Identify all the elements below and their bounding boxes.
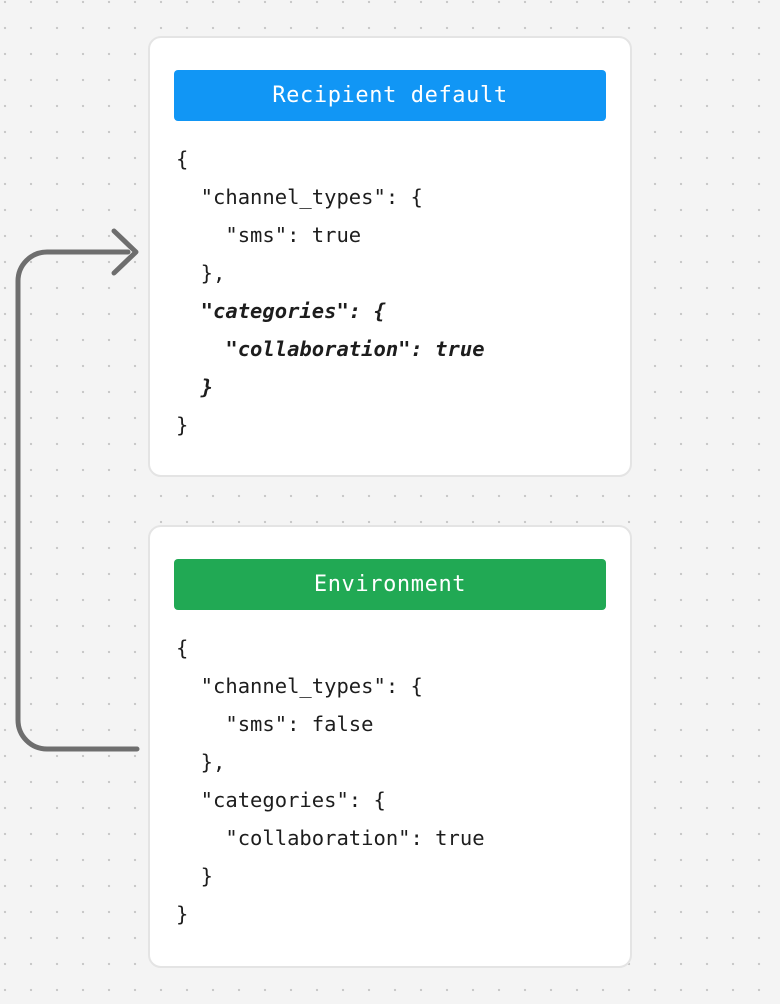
environment-json-body: { "channel_types": { "sms": false }, "ca… [174, 629, 606, 933]
recipient-default-card: Recipient default { "channel_types": { "… [148, 36, 632, 477]
json-line: "categories": { [176, 299, 386, 323]
arrow-from-environment-to-recipient-default [15, 228, 140, 752]
environment-card: Environment { "channel_types": { "sms": … [148, 525, 632, 968]
json-line: { [176, 147, 189, 171]
recipient-default-header: Recipient default [174, 70, 606, 121]
recipient-default-json-body: { "channel_types": { "sms": true }, "cat… [174, 140, 606, 444]
json-line: "channel_types": { [176, 674, 423, 698]
json-line: } [176, 413, 189, 437]
json-line: "categories": { [176, 788, 386, 812]
recipient-default-header-label: Recipient default [272, 83, 508, 108]
json-line: { [176, 636, 189, 660]
json-line: }, [176, 261, 226, 285]
json-line: "channel_types": { [176, 185, 423, 209]
json-line: } [176, 375, 214, 399]
json-line: "collaboration": true [176, 826, 485, 850]
json-line: } [176, 864, 214, 888]
environment-header: Environment [174, 559, 606, 610]
json-line: } [176, 902, 189, 926]
environment-header-label: Environment [313, 572, 467, 597]
arrowhead-icon [111, 228, 139, 276]
json-line: "sms": false [176, 712, 374, 736]
json-line: "sms": true [176, 223, 362, 247]
arrow-path [15, 249, 140, 752]
json-line: }, [176, 750, 226, 774]
json-line: "collaboration": true [176, 337, 485, 361]
